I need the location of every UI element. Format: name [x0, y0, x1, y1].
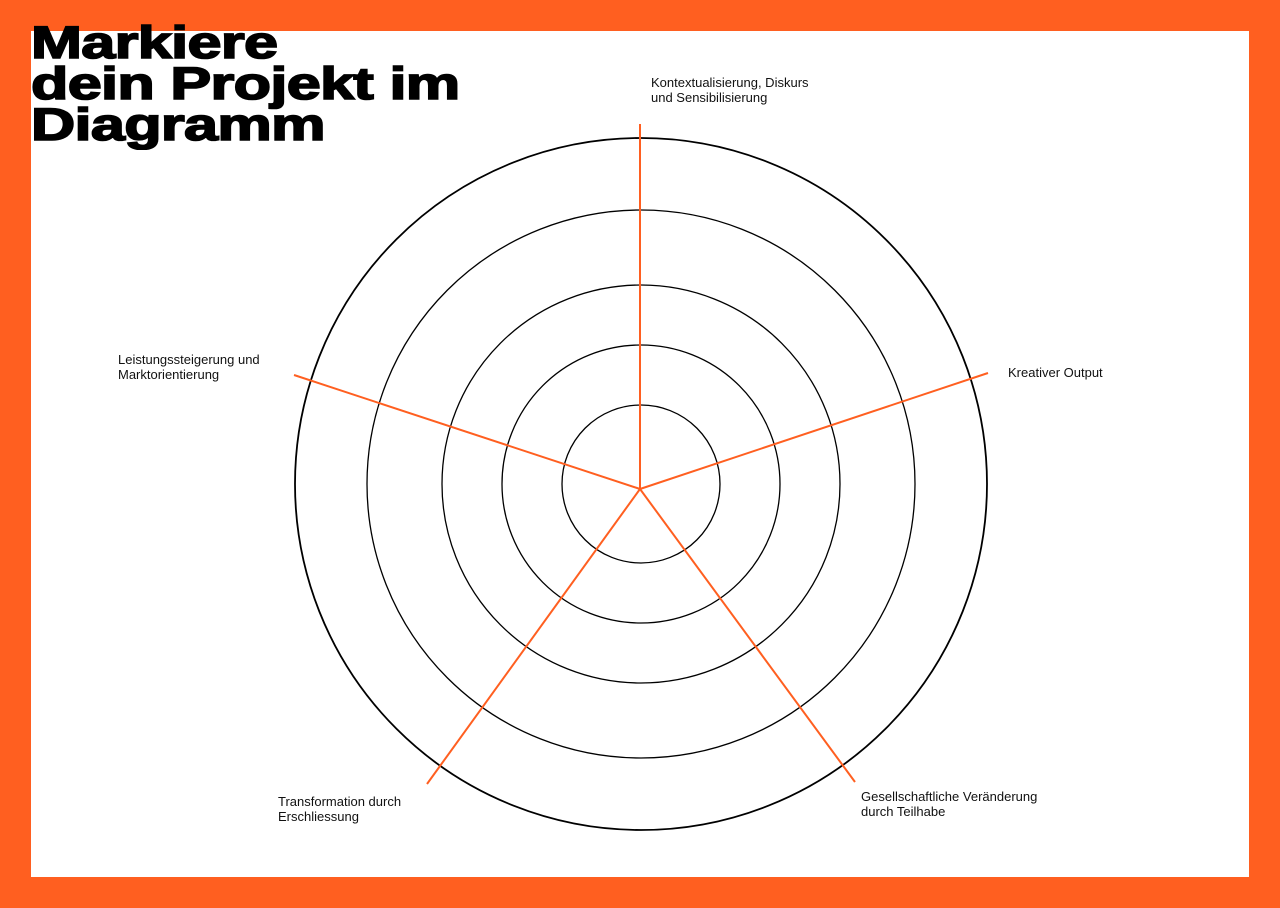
axis-label-line: Erschliessung	[278, 809, 359, 824]
axis-label-leistung: Leistungssteigerung und Marktorientierun…	[118, 352, 260, 382]
axis-label-gesellschaft: Gesellschaftliche Veränderung durch Teil…	[861, 789, 1037, 819]
axis-label-line: Transformation durch	[278, 794, 402, 809]
spoke-kreativ	[639, 372, 989, 490]
title-line-1: Markiere	[30, 17, 279, 68]
axis-label-line: Kreativer Output	[1008, 365, 1103, 380]
axis-label-line: und Sensibilisierung	[651, 90, 768, 105]
axis-label-line: Kontextualisierung, Diskurs	[651, 75, 809, 90]
title-line-2: dein Projekt im	[30, 58, 461, 109]
axis-label-line: Gesellschaftliche Veränderung	[861, 789, 1038, 804]
spoke-leistung	[293, 374, 641, 490]
axis-label-transformation: Transformation durch Erschliessung	[278, 794, 401, 824]
spoke-gesellschaft	[639, 488, 856, 783]
title-line-3: Diagramm	[30, 99, 327, 150]
spokes	[293, 124, 989, 785]
axis-label-kontext: Kontextualisierung, Diskurs und Sensibil…	[651, 75, 809, 105]
axis-label-line: Marktorientierung	[118, 367, 220, 382]
spoke-transformation	[426, 488, 641, 785]
axis-label-kreativ: Kreativer Output	[1008, 365, 1103, 380]
page-title: Markiere dein Projekt im Diagramm	[30, 17, 461, 150]
axis-label-line: durch Teilhabe	[861, 804, 946, 819]
axis-label-line: Leistungssteigerung und	[118, 352, 260, 367]
